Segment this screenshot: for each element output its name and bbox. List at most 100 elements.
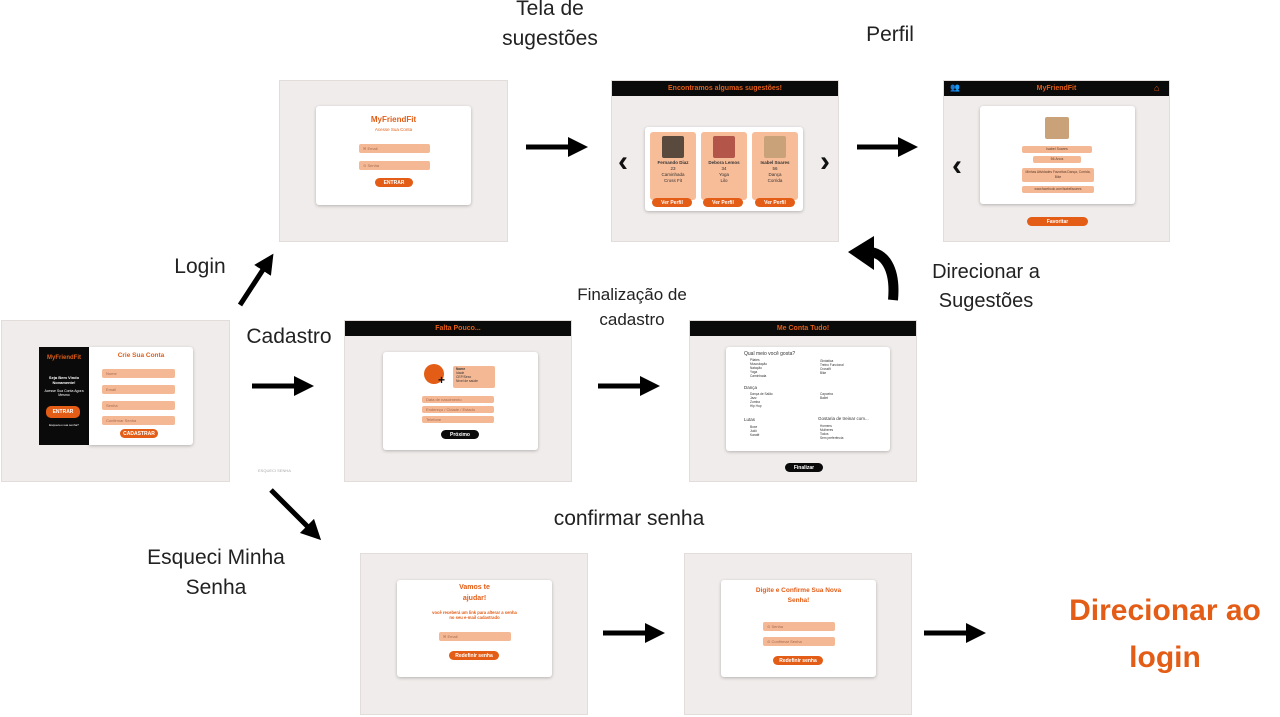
forgot-link[interactable]: Esqueceu sua senha?	[49, 423, 79, 427]
option[interactable]: Zumba	[750, 400, 760, 404]
option[interactable]: Boxe	[750, 425, 758, 429]
login-screen: MyFriendFit Acesse Sua Conta ✉ Email ⊙ S…	[279, 80, 508, 242]
profile-screen: MyFriendFit 👥 ⌂ ‹ Isabel Soares 56 Anos …	[943, 80, 1170, 242]
person-age: 34	[721, 166, 727, 171]
label-esqueci: Esqueci Minha Senha	[147, 546, 285, 600]
welcome-panel: MyFriendFit Seja Bem Vindo Novamente! Ac…	[39, 347, 89, 445]
option[interactable]: Todos	[820, 432, 829, 436]
phone-field[interactable]: Telefone	[422, 416, 494, 423]
person-place: Corrida	[767, 178, 783, 183]
option[interactable]: Crossfit	[820, 367, 831, 371]
option[interactable]: Sem preferência	[820, 436, 844, 440]
profile-name: Isabel Soares	[1022, 146, 1092, 153]
profile-avatar	[1045, 117, 1069, 139]
option[interactable]: Judô	[750, 429, 757, 433]
person-activity: Yoga	[718, 172, 730, 177]
login-enter-button[interactable]: ENTRAR	[375, 178, 413, 187]
create-account-card: Crie Sua Conta Nome Email Senha Confirma…	[89, 347, 193, 445]
option[interactable]: Natação	[750, 366, 762, 370]
favorite-button[interactable]: Favoritar	[1027, 217, 1088, 226]
user-avatar-icon	[424, 364, 444, 384]
option[interactable]: Bike	[820, 371, 827, 375]
help-screen: Vamos te ajudar! você receberá um link p…	[360, 553, 588, 715]
label-confirmar-senha: confirmar senha	[553, 507, 705, 530]
reset-password-button[interactable]: Redefinir senha	[449, 651, 499, 660]
view-profile-button[interactable]: Ver Perfil	[652, 198, 692, 207]
register-button[interactable]: CADASTRAR	[120, 429, 158, 438]
profile-interests: Minhas Atividades Favoritas Dança, Corri…	[1022, 168, 1094, 182]
help-email-field[interactable]: ✉ Email	[439, 632, 511, 641]
chevron-right-icon[interactable]: ›	[820, 145, 830, 178]
person-activity: Caminhada	[661, 172, 685, 177]
option[interactable]: Hip Hop	[750, 404, 762, 408]
chevron-left-icon[interactable]: ‹	[952, 149, 962, 182]
profile-age: 56 Anos	[1033, 156, 1081, 163]
profile-link[interactable]: www.facebook.com/isabellsoares	[1022, 186, 1094, 193]
confirm-new-password-field[interactable]: ⊙ Confirmar Senha	[763, 637, 835, 646]
question-1: Qual meio você gosta?	[744, 351, 796, 357]
option[interactable]: Caminhada	[750, 374, 767, 378]
plus-icon[interactable]: +	[438, 373, 446, 387]
option[interactable]: Yoga	[750, 370, 758, 374]
login-card: MyFriendFit Acesse Sua Conta ✉ Email ⊙ S…	[316, 106, 471, 205]
question-4: Gostaria de treinar com...	[818, 416, 869, 421]
option[interactable]: Mulheres	[820, 428, 834, 432]
label-direcionar-login: Direcionar ao login	[1069, 594, 1261, 674]
question-3: Lutas	[744, 417, 756, 422]
suggestions-card: Fernando Diaz 23 Caminhada Cross Fit Deb…	[645, 127, 803, 211]
birthdate-field[interactable]: Data de nascimento	[422, 396, 494, 403]
password-field[interactable]: Senha	[102, 401, 175, 410]
profile-header: MyFriendFit	[944, 81, 1169, 96]
info-line: Idade	[456, 371, 465, 376]
info-box: Nome Idade CEP/Sexo Nível de saúde	[453, 366, 495, 388]
confirm-screen: Digite e Confirme Sua Nova Senha! ⊙ Senh…	[684, 553, 912, 715]
home-icon[interactable]: ⌂	[1154, 83, 1160, 93]
confirm-title: Digite e Confirme Sua Nova Senha!	[755, 587, 842, 605]
view-profile-button[interactable]: Ver Perfil	[755, 198, 795, 207]
almost-header: Falta Pouco...	[345, 321, 571, 336]
label-perfil: Perfil	[866, 23, 914, 46]
login-password-field[interactable]: ⊙ Senha	[359, 161, 430, 170]
option[interactable]: Karatê	[750, 433, 760, 437]
confirm-reset-button[interactable]: Redefinir senha	[773, 656, 823, 665]
next-button[interactable]: Próximo	[441, 430, 479, 439]
help-title: Vamos te ajudar!	[459, 584, 490, 602]
option[interactable]: Treino Funcional	[820, 363, 844, 367]
option[interactable]: Capoeira	[820, 392, 833, 396]
option-list: Pilates Musculação Natação Yoga Caminhad…	[750, 358, 767, 378]
question-2: Dança	[744, 385, 758, 390]
option[interactable]: Pilates	[750, 358, 760, 362]
email-field[interactable]: Email	[102, 385, 175, 394]
tell-all-card: Qual meio você gosta? Pilates Musculação…	[726, 347, 890, 451]
arrow-login	[237, 253, 274, 307]
name-field[interactable]: Nome	[102, 369, 175, 378]
new-password-field[interactable]: ⊙ Senha	[763, 622, 835, 631]
option-list: Capoeira Ballet	[820, 392, 833, 400]
person-age: 23	[670, 166, 676, 171]
option[interactable]: Musculação	[750, 362, 768, 366]
welcome-sub: Acesse Sua Conta Agora Mesmo	[44, 389, 84, 398]
person-name: Debora Lemos	[708, 160, 740, 165]
address-field[interactable]: Endereço / Cidade / Estado	[422, 406, 494, 413]
arrow-esqueci	[269, 488, 322, 541]
label-direcionar-sugestoes: Direcionar a Sugestões	[932, 261, 1040, 312]
person-name: Isabel Soares	[760, 160, 790, 165]
suggestions-header: Encontramos algumas sugestões!	[612, 81, 838, 96]
confirm-password-field[interactable]: Confirmar Senha	[102, 416, 175, 425]
finish-button[interactable]: Finalizar	[785, 463, 823, 472]
avatar	[713, 136, 735, 158]
login-title: MyFriendFit	[370, 115, 417, 124]
chevron-left-icon[interactable]: ‹	[618, 145, 628, 178]
option[interactable]: Jazz	[750, 396, 757, 400]
login-email-field[interactable]: ✉ Email	[359, 144, 430, 153]
option[interactable]: Ballet	[820, 396, 828, 400]
info-line: Nome	[456, 367, 466, 371]
users-icon[interactable]: 👥	[950, 83, 960, 92]
view-profile-button[interactable]: Ver Perfil	[703, 198, 743, 207]
welcome-enter-button[interactable]: ENTRAR	[46, 406, 80, 418]
option[interactable]: Dança de Salão	[750, 392, 773, 396]
person-place: Lilo	[720, 178, 728, 183]
option[interactable]: Homens	[820, 424, 832, 428]
option[interactable]: Ginástica	[820, 359, 834, 363]
